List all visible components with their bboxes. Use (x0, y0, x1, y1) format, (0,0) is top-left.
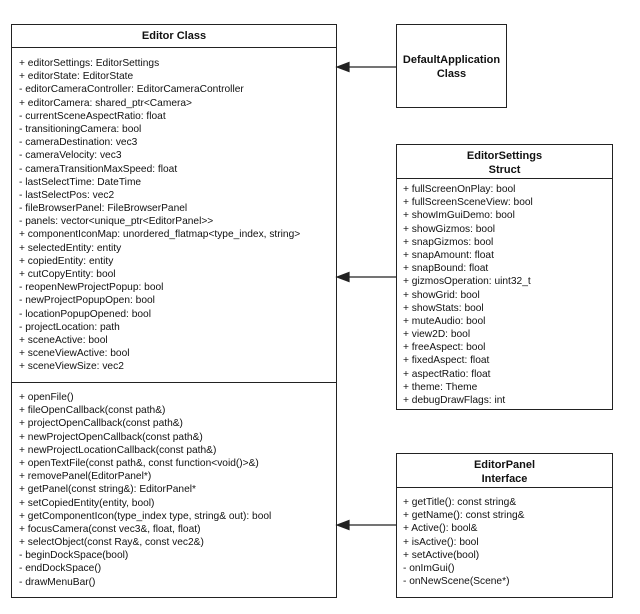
default-application-title-line1: DefaultApplication (402, 54, 501, 66)
list-item: - lastSelectPos: vec2 (19, 189, 115, 201)
editor-panel-title-line2: Interface (481, 473, 528, 485)
list-item: - newProjectPopupOpen: bool (19, 295, 155, 307)
list-item: - currentSceneAspectRatio: float (19, 110, 166, 122)
list-item: + snapAmount: float (403, 249, 494, 261)
list-item: + aspectRatio: float (403, 368, 491, 380)
list-item: - onNewScene(Scene*) (403, 576, 510, 588)
list-item: + theme: Theme (403, 381, 478, 393)
default-application-title-line2: Class (436, 68, 467, 80)
list-item: - reopenNewProjectPopup: bool (19, 282, 164, 294)
list-item: + getTitle(): const string& (403, 497, 517, 508)
editor-panel-methods: + getTitle(): const string& + getName(): … (403, 496, 524, 588)
editor-settings-attributes: + fullScreenOnPlay: bool + fullScreenScen… (403, 183, 533, 407)
list-item: - cameraDestination: vec3 (19, 137, 138, 149)
list-item: + newProjectOpenCallback(const path&) (19, 431, 203, 443)
list-item: - fileBrowserPanel: FileBrowserPanel (19, 203, 188, 215)
list-item: + snapGizmos: bool (403, 236, 494, 248)
arrowhead-default-application (335, 61, 350, 73)
editor-panel-title: EditorPanel Interface (397, 454, 612, 488)
list-item: + openTextFile(const path&, const functi… (19, 457, 259, 469)
list-item: + selectObject(const Ray&, const vec2&) (19, 537, 204, 549)
list-item: + projectOpenCallback(const path&) (19, 418, 183, 430)
list-item: - locationPopupOpened: bool (19, 308, 151, 320)
editor-class-divider (12, 382, 336, 383)
list-item: + showGizmos: bool (403, 223, 496, 235)
list-item: + openFile() (19, 392, 74, 403)
list-item: + removePanel(EditorPanel*) (19, 471, 152, 483)
list-item: + editorCamera: shared_ptr<Camera> (19, 97, 192, 109)
arrowhead-editor-settings (335, 271, 350, 283)
list-item: + selectedEntity: entity (19, 242, 122, 254)
list-item: + getName(): const string& (403, 510, 525, 522)
default-application-box: DefaultApplication Class (396, 24, 507, 108)
list-item: - editorCameraController: EditorCameraCo… (19, 84, 244, 96)
editor-class-attributes: + editorSettings: EditorSettings + editor… (19, 57, 300, 374)
editor-class-box: Editor Class + editorSettings: EditorSet… (11, 24, 337, 598)
list-item: - drawMenuBar() (19, 576, 96, 588)
editor-settings-title-line1: EditorSettings (466, 150, 543, 162)
list-item: + sceneViewSize: vec2 (19, 361, 124, 373)
list-item: + componentIconMap: unordered_flatmap<ty… (19, 229, 301, 241)
list-item: - endDockSpace() (19, 563, 102, 575)
list-item: + showGrid: bool (403, 289, 480, 301)
list-item: + freeAspect: bool (403, 342, 486, 354)
list-item: + editorState: EditorState (19, 71, 134, 83)
editor-class-methods: + openFile() + fileOpenCallback(const pat… (19, 391, 271, 589)
default-application-title: DefaultApplication Class (397, 53, 506, 81)
list-item: + showStats: bool (403, 302, 484, 314)
list-item: + view2D: bool (403, 329, 471, 341)
list-item: - onImGui() (403, 562, 455, 574)
list-item: - transitioningCamera: bool (19, 123, 142, 135)
editor-panel-title-line1: EditorPanel (473, 459, 536, 471)
list-item: + Active(): bool& (403, 523, 478, 535)
list-item: + getPanel(const string&): EditorPanel* (19, 484, 196, 496)
list-item: + editorSettings: EditorSettings (19, 58, 160, 69)
list-item: + focusCamera(const vec3&, float, float) (19, 523, 201, 535)
list-item: - cameraTransitionMaxSpeed: float (19, 163, 178, 175)
list-item: + sceneActive: bool (19, 334, 108, 346)
list-item: + fileOpenCallback(const path&) (19, 405, 166, 417)
editor-class-title: Editor Class (12, 25, 336, 48)
list-item: - panels: vector<unique_ptr<EditorPanel>… (19, 216, 214, 228)
list-item: + fullScreenOnPlay: bool (403, 184, 516, 195)
list-item: + newProjectLocationCallback(const path&… (19, 444, 217, 456)
list-item: + debugDrawFlags: int (403, 395, 506, 406)
list-item: + copiedEntity: entity (19, 255, 114, 267)
list-item: - projectLocation: path (19, 321, 120, 333)
list-item: - cameraVelocity: vec3 (19, 150, 122, 162)
list-item: + setCopiedEntity(entity, bool) (19, 497, 155, 509)
editor-settings-box: EditorSettings Struct + fullScreenOnPlay… (396, 144, 613, 410)
list-item: + gizmosOperation: uint32_t (403, 276, 531, 288)
list-item: + isActive(): bool (403, 536, 479, 548)
list-item: + sceneViewActive: bool (19, 348, 130, 360)
editor-settings-title-line2: Struct (488, 164, 521, 176)
list-item: + showImGuiDemo: bool (403, 210, 515, 222)
list-item: + cutCopyEntity: bool (19, 269, 116, 280)
list-item: - lastSelectTime: DateTime (19, 176, 142, 188)
arrowhead-editor-panel (335, 519, 350, 531)
editor-settings-title: EditorSettings Struct (397, 145, 612, 179)
list-item: + getComponentIcon(type_index type, stri… (19, 510, 272, 522)
list-item: + muteAudio: bool (403, 315, 486, 327)
list-item: - beginDockSpace(bool) (19, 550, 129, 562)
list-item: + setActive(bool) (403, 549, 480, 561)
list-item: + snapBound: float (403, 263, 489, 275)
list-item: + fixedAspect: float (403, 355, 490, 367)
list-item: + fullScreenSceneView: bool (403, 197, 533, 209)
editor-panel-box: EditorPanel Interface + getTitle(): cons… (396, 453, 613, 598)
